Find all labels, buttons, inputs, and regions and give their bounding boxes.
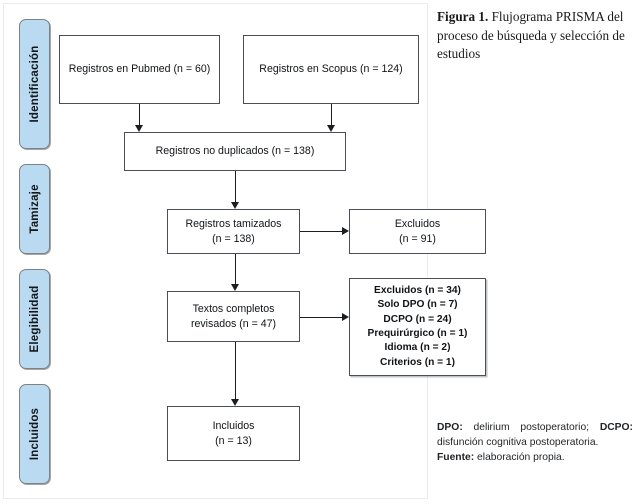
box-registros-scopus: Registros en Scopus (n = 124) (243, 35, 419, 104)
box-registros-no-duplicados: Registros no duplicados (n = 138) (124, 132, 346, 171)
arrowhead-duplicados-to-tamizados (230, 202, 239, 209)
connector-textos-to-incluidos (235, 342, 236, 400)
box-excluidos-tamizaje-line2: (n = 91) (399, 232, 436, 245)
stage-pill-tamizaje-label: Tamizaje (28, 184, 41, 234)
box-excluidos-detalle-line-3: DCPO (n = 24) (383, 313, 452, 325)
arrowhead-tamizados-to-excluidos (342, 226, 349, 235)
footnote-abbreviations: DPO: delirium postoperatorio; DCPO: disf… (437, 421, 633, 451)
box-excluidos-tamizaje: Excluidos (n = 91) (349, 209, 486, 254)
box-textos-completos-line2: revisados (n = 47) (190, 317, 277, 330)
figure-footnote: DPO: delirium postoperatorio; DCPO: disf… (437, 421, 633, 466)
connector-pubmed-to-duplicados (139, 104, 140, 126)
connector-tamizados-to-textos (235, 254, 236, 285)
footnote-dpo-text: delirium postoperatorio; (462, 422, 600, 433)
box-excluidos-detalle-line-1: Excluidos (n = 34) (374, 284, 461, 296)
box-registros-pubmed-line1: Registros en Pubmed (n = 60) (68, 63, 211, 76)
box-excluidos-detalle-line-6: Criterios (n = 1) (379, 356, 455, 368)
stage-pill-tamizaje: Tamizaje (19, 164, 50, 254)
connector-textos-to-excluidos-detalle (300, 317, 342, 318)
box-excluidos-detalle-line-5: Idioma (n = 2) (384, 342, 451, 354)
stage-pill-incluidos: Incluidos (19, 384, 50, 484)
box-textos-completos: Textos completos revisados (n = 47) (167, 291, 300, 342)
footnote-source-text: elaboración propia. (474, 451, 565, 463)
figure-panel: Identificación Tamizaje Elegibilidad Inc… (3, 3, 486, 499)
footnote-dcpo-label: DCPO: (599, 422, 633, 433)
box-excluidos-tamizaje-line1: Excluidos (394, 217, 441, 230)
box-incluidos-line2: (n = 13) (215, 434, 252, 447)
connector-scopus-to-duplicados (331, 104, 332, 126)
figure-caption-text: Flujograma PRISMA del proceso de búsqued… (437, 9, 625, 62)
stage-pill-identificacion-label: Identificación (28, 45, 41, 123)
box-excluidos-detalle-line-2: Solo DPO (n = 7) (377, 299, 458, 311)
stage-pill-elegibilidad-label: Elegibilidad (28, 285, 41, 353)
arrowhead-scopus-to-duplicados (326, 125, 335, 132)
footnote-dpo-label: DPO: (437, 422, 463, 433)
arrowhead-textos-to-incluidos (230, 399, 239, 406)
footnote-source: Fuente: elaboración propia. (437, 451, 633, 466)
box-registros-pubmed: Registros en Pubmed (n = 60) (59, 35, 220, 104)
footnote-source-label: Fuente: (437, 451, 475, 463)
arrowhead-textos-to-excluidos-detalle (342, 312, 349, 321)
footnote-dcpo-text: disfunción cognitiva postoperatoria. (437, 436, 599, 448)
figure-caption-label: Figura 1. (437, 9, 489, 24)
box-incluidos: Incluidos (n = 13) (167, 406, 300, 461)
box-incluidos-line1: Incluidos (212, 419, 255, 432)
box-excluidos-detalle-line-4: Prequirúrgico (n = 1) (367, 328, 468, 339)
box-registros-scopus-line1: Registros en Scopus (n = 124) (259, 63, 403, 76)
connector-tamizados-to-excluidos (300, 231, 342, 232)
box-registros-no-duplicados-line1: Registros no duplicados (n = 138) (155, 145, 315, 158)
connector-duplicados-to-tamizados (235, 171, 236, 203)
box-textos-completos-line1: Textos completos (192, 302, 275, 315)
figure-caption: Figura 1. Flujograma PRISMA del proceso … (437, 8, 633, 64)
box-registros-tamizados-line2: (n = 138) (212, 232, 255, 245)
stage-pill-identificacion: Identificación (19, 19, 50, 149)
stage-pill-incluidos-label: Incluidos (28, 407, 41, 461)
box-registros-tamizados-line1: Registros tamizados (185, 217, 282, 230)
arrowhead-tamizados-to-textos (230, 284, 239, 291)
box-registros-tamizados: Registros tamizados (n = 138) (167, 209, 300, 254)
arrowhead-pubmed-to-duplicados (134, 125, 143, 132)
box-excluidos-detalle: Excluidos (n = 34) Solo DPO (n = 7) DCPO… (349, 278, 486, 376)
stage-pill-elegibilidad: Elegibilidad (19, 269, 50, 369)
